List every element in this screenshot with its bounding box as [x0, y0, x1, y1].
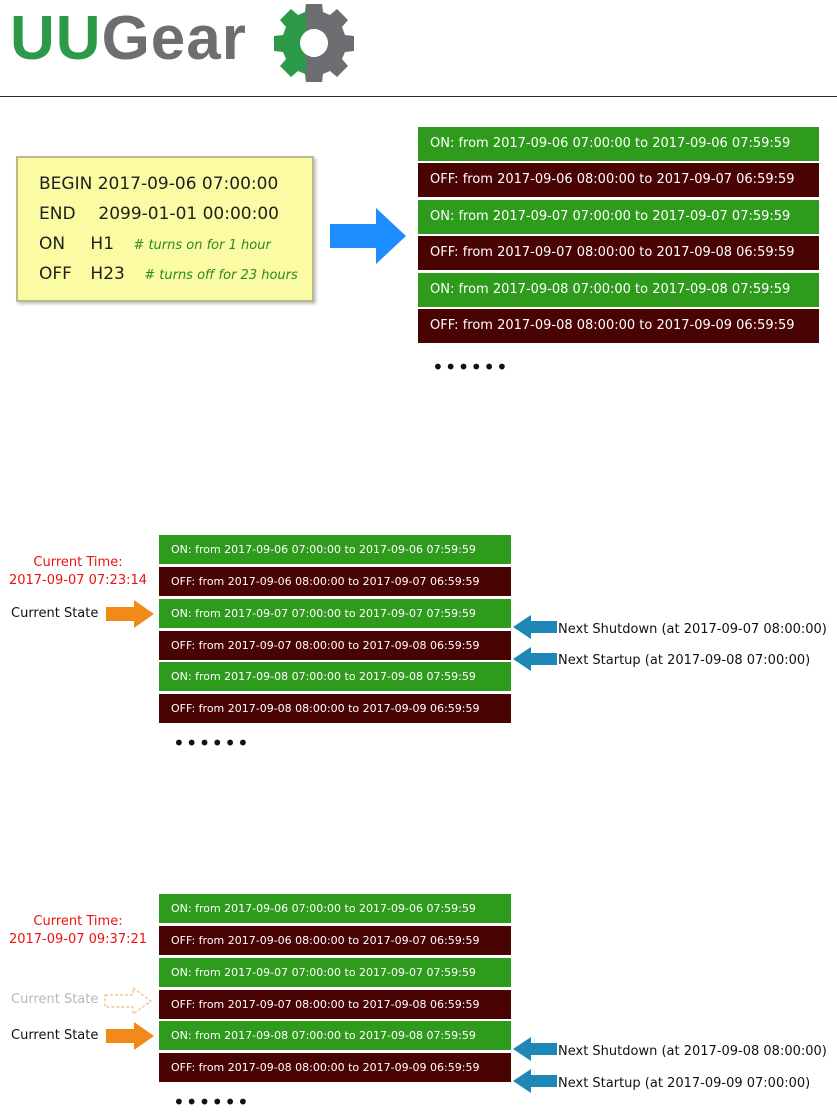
next-startup-arrow-icon [513, 1069, 557, 1093]
config-keyword: END [39, 204, 76, 224]
more-rows-ellipsis: •••••• [432, 355, 509, 379]
config-line-begin: BEGIN 2017-09-06 07:00:00 [39, 174, 278, 194]
next-shutdown-label: Next Shutdown (at 2017-09-08 08:00:00) [558, 1044, 827, 1059]
config-line-end: END 2099-01-01 00:00:00 [39, 204, 279, 224]
config-line-off: OFF H23 # turns off for 23 hours [39, 264, 298, 284]
schedule-row-off: OFF: from 2017-09-08 08:00:00 to 2017-09… [159, 694, 511, 723]
schedule-config-box: BEGIN 2017-09-06 07:00:00 END 2099-01-01… [16, 156, 314, 302]
next-startup-label: Next Startup (at 2017-09-08 07:00:00) [558, 653, 811, 668]
config-value: 2099-01-01 00:00:00 [98, 204, 279, 224]
config-value: 2017-09-06 07:00:00 [97, 174, 279, 194]
logo-text: UUGear [10, 4, 247, 74]
config-line-on: ON H1 # turns on for 1 hour [39, 234, 271, 254]
schedule-row-off: OFF: from 2017-09-08 08:00:00 to 2017-09… [159, 1053, 511, 1082]
current-state-arrow-icon [106, 600, 154, 628]
header-divider [0, 96, 837, 97]
config-value: H23 [90, 264, 125, 284]
next-shutdown-arrow-icon [513, 1037, 557, 1061]
expand-arrow-icon [330, 208, 406, 264]
schedule-row-on: ON: from 2017-09-08 07:00:00 to 2017-09-… [159, 1021, 511, 1050]
current-time-value: 2017-09-07 09:37:21 [8, 932, 148, 947]
schedule-row-on: ON: from 2017-09-08 07:00:00 to 2017-09-… [159, 662, 511, 691]
logo-gear-word: Gear [101, 4, 247, 73]
current-state-label: Current State [11, 606, 99, 621]
more-rows-ellipsis: •••••• [173, 1090, 250, 1114]
schedule-row-off: OFF: from 2017-09-08 08:00:00 to 2017-09… [418, 309, 819, 343]
schedule-row-off: OFF: from 2017-09-07 08:00:00 to 2017-09… [418, 236, 819, 270]
current-time-label: Current Time: [33, 914, 123, 929]
logo-uu: UU [10, 4, 102, 73]
schedule-row-on: ON: from 2017-09-08 07:00:00 to 2017-09-… [418, 273, 819, 307]
schedule-row-on: ON: from 2017-09-06 07:00:00 to 2017-09-… [159, 894, 511, 923]
schedule-row-on: ON: from 2017-09-06 07:00:00 to 2017-09-… [418, 127, 819, 161]
next-startup-label: Next Startup (at 2017-09-09 07:00:00) [558, 1076, 811, 1091]
schedule-row-off: OFF: from 2017-09-07 08:00:00 to 2017-09… [159, 631, 511, 660]
config-value: H1 [90, 234, 115, 254]
more-rows-ellipsis: •••••• [173, 731, 250, 755]
current-state-label: Current State [11, 1028, 99, 1043]
gear-icon [274, 4, 354, 82]
config-keyword: BEGIN [39, 174, 93, 194]
config-keyword: ON [39, 234, 66, 254]
schedule-row-off: OFF: from 2017-09-07 08:00:00 to 2017-09… [159, 990, 511, 1019]
config-keyword: OFF [39, 264, 72, 284]
previous-state-label: Current State [11, 992, 99, 1007]
schedule-row-on: ON: from 2017-09-07 07:00:00 to 2017-09-… [159, 599, 511, 628]
next-shutdown-arrow-icon [513, 615, 557, 639]
schedule-row-off: OFF: from 2017-09-06 08:00:00 to 2017-09… [159, 926, 511, 955]
schedule-row-on: ON: from 2017-09-07 07:00:00 to 2017-09-… [418, 200, 819, 234]
current-time-label: Current Time: [33, 555, 123, 570]
current-state-arrow-icon [106, 1022, 154, 1050]
schedule-row-on: ON: from 2017-09-07 07:00:00 to 2017-09-… [159, 958, 511, 987]
next-shutdown-label: Next Shutdown (at 2017-09-07 08:00:00) [558, 622, 827, 637]
config-comment: # turns off for 23 hours [144, 268, 298, 283]
current-time-value: 2017-09-07 07:23:14 [8, 573, 148, 588]
schedule-row-on: ON: from 2017-09-06 07:00:00 to 2017-09-… [159, 535, 511, 564]
schedule-row-off: OFF: from 2017-09-06 08:00:00 to 2017-09… [159, 567, 511, 596]
schedule-row-off: OFF: from 2017-09-06 08:00:00 to 2017-09… [418, 163, 819, 197]
next-startup-arrow-icon [513, 647, 557, 671]
previous-state-arrow-icon [104, 987, 152, 1015]
config-comment: # turns on for 1 hour [133, 238, 271, 253]
